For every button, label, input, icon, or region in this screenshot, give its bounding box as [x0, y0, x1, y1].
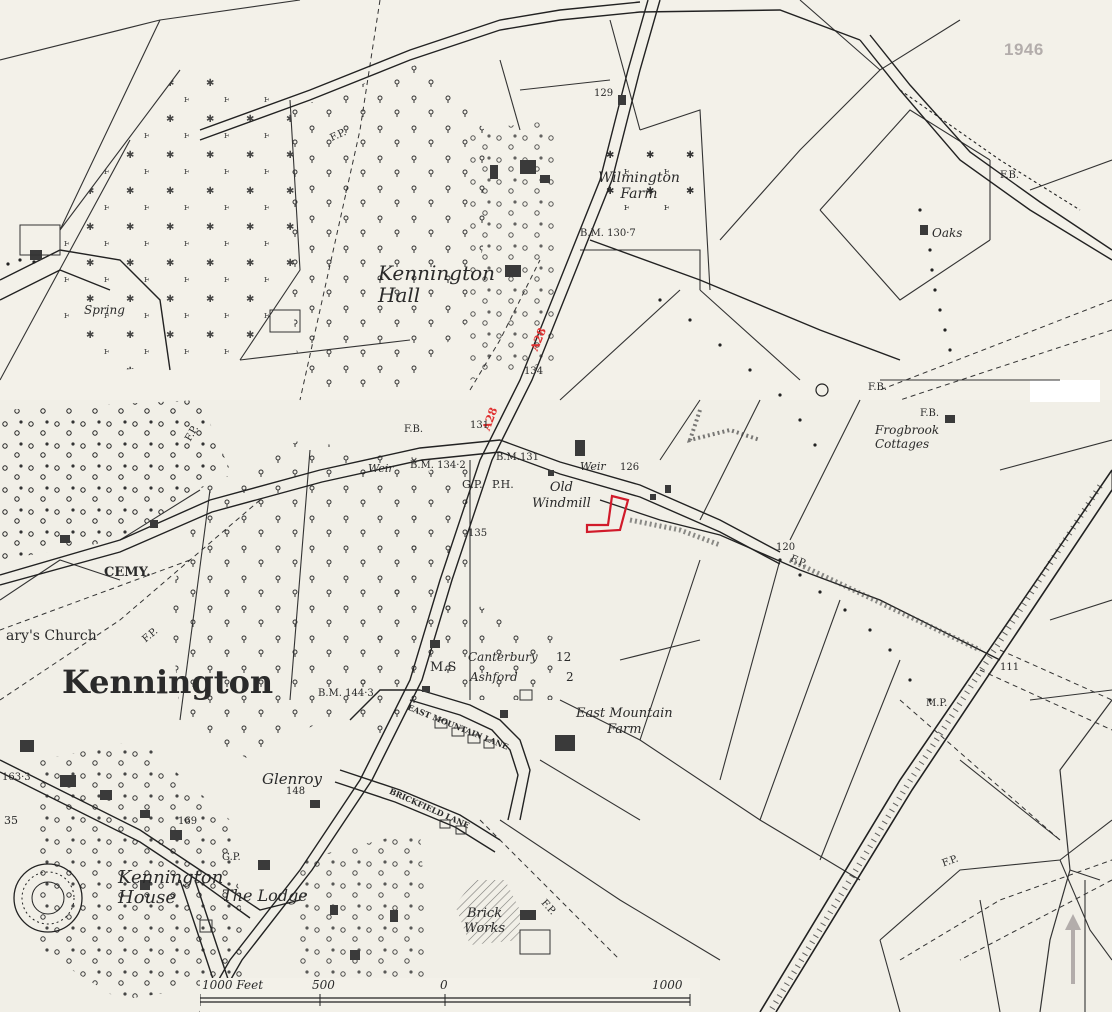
spot-height-134: 134: [524, 366, 544, 377]
scale-bar-graphic: [199, 978, 700, 1012]
place-label-church: ary's Church: [6, 628, 97, 644]
abbr-fb-east: F.B.: [1000, 170, 1020, 181]
place-label-glenroy: Glenroy: [262, 770, 322, 788]
spot-height-135: 135: [468, 528, 488, 539]
place-label-the-lodge: The Lodge: [222, 886, 308, 905]
benchmark-131: B.M.131: [496, 452, 540, 463]
abbr-fb-mid: F.B.: [868, 382, 888, 393]
place-label-kennington-house: Kennington House: [118, 867, 224, 908]
milestone-ashford-miles: 2: [566, 670, 574, 684]
benchmark-1443: B.M. 144·3: [318, 688, 374, 699]
milestone-canterbury-miles: 12: [556, 650, 572, 664]
benchmark-1307: B.M. 130·7: [580, 228, 636, 239]
abbr-ph: P.H.: [492, 478, 514, 491]
place-label-spring: Spring: [84, 303, 125, 317]
place-label-wilmington-farm: Wilmington Farm: [598, 170, 680, 202]
abbr-fb-north: F.B.: [404, 424, 424, 435]
spot-height-111: 111: [1000, 662, 1020, 673]
place-label-kennington: Kennington: [62, 663, 274, 701]
benchmark-1342: B.M. 134·2: [410, 460, 466, 471]
place-label-old-windmill: Old Windmill: [532, 480, 591, 511]
place-label-kennington-hall: Kennington Hall: [378, 261, 496, 307]
abbr-gp-south: G.P.: [222, 852, 241, 863]
place-label-brick-works: Brick Works: [464, 906, 506, 936]
place-label-oaks: Oaks: [932, 226, 963, 240]
spot-height-148: 148: [286, 786, 306, 797]
milestone-canterbury: Canterbury: [468, 650, 538, 664]
place-label-cemetery: CEMY.: [104, 565, 151, 580]
spot-height-1633: 163·3: [2, 772, 31, 783]
spot-height-131: 131: [470, 420, 490, 431]
spot-height-129: 129: [594, 88, 614, 99]
place-label-frogbrook-cottages: Frogbrook Cottages: [875, 423, 940, 451]
abbr-gp: G.P.: [462, 478, 483, 491]
spot-height-35: 35: [4, 814, 18, 827]
scale-bar-title: 1000 Feet: [202, 978, 264, 992]
scale-bar-tick-500: 500: [312, 978, 335, 992]
scale-bar-tick-0: 0: [440, 978, 448, 992]
scale-bar-tick-1000: 1000: [652, 978, 683, 992]
spot-height-126: 126: [620, 462, 640, 473]
map-year-label: 1946: [1004, 40, 1044, 59]
place-label-east-mountain-farm: East Mountain Farm: [576, 706, 673, 737]
milestone-label: M.S: [430, 660, 457, 675]
milestone-ashford: Ashford: [470, 670, 518, 684]
place-label-weir-east: Weir: [580, 460, 606, 473]
spot-height-120: 120: [776, 542, 796, 553]
abbr-mp: M.P.: [926, 698, 948, 709]
scale-bar: 1000 Feet 500 0 1000: [199, 978, 700, 1012]
north-arrow-icon: [1065, 914, 1081, 984]
place-label-weir-west: Weir: [368, 462, 394, 475]
spot-height-169: 169: [178, 816, 198, 827]
abbr-fb-frog: F.B.: [920, 408, 940, 419]
